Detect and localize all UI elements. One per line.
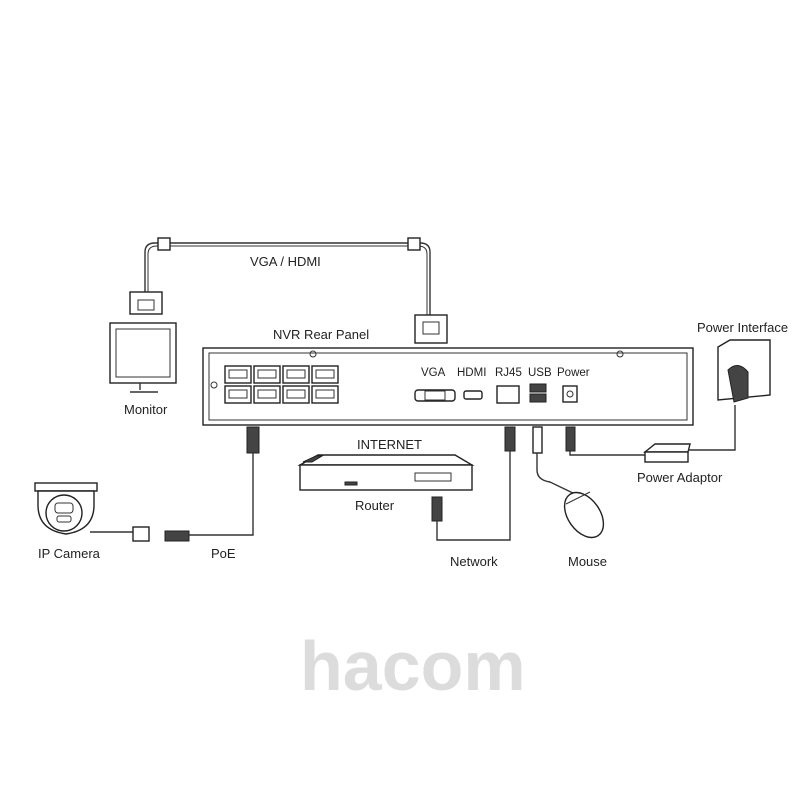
mouse-icon [563,491,605,539]
lan-port-socket [286,369,306,379]
ip-camera-label: IP Camera [38,546,101,561]
power-interface-icon [717,339,771,403]
rj45-plug-icon [504,426,516,452]
lan-ports [224,365,339,404]
power-interface-label: Power Interface [697,320,788,335]
router-label: Router [355,498,395,513]
monitor-label: Monitor [124,402,168,417]
rj45-plug-icon [431,496,443,522]
poe-label: PoE [211,546,236,561]
hdmi-port-icon [463,390,483,400]
poe-plug-icon [164,530,190,542]
lan-port-socket [228,369,248,379]
rj45-port-label: RJ45 [495,367,522,379]
vga-connector-icon [129,291,163,315]
power-port-label: Power [557,367,590,379]
usb-port-icon [529,383,547,403]
lan-port-socket [286,389,306,399]
rj45-port-icon [496,385,520,404]
lan-port-socket [257,369,277,379]
lan-port-socket [257,389,277,399]
power-adaptor-label: Power Adaptor [637,470,723,485]
power-adaptor-icon [643,443,691,463]
usb-plug-icon [532,426,543,454]
hdmi-port-label: HDMI [457,367,486,379]
network-label: Network [450,554,498,569]
power-plug-icon [565,426,576,452]
power-adaptor-cable [688,405,736,451]
lan-port-socket [315,369,335,379]
power-port-icon [562,385,578,403]
cable-label: VGA / HDMI [250,254,321,269]
nvr-rear-panel [202,347,694,426]
lan-port-socket [228,389,248,399]
lan-port-socket [315,389,335,399]
vga-port-icon [414,389,456,402]
mouse-label: Mouse [568,554,607,569]
vga-hdmi-cable [129,237,448,344]
watermark: hacom [300,627,526,705]
internet-label: INTERNET [357,437,422,452]
poe-cable [189,453,254,536]
router-icon [297,454,475,491]
nvr-label: NVR Rear Panel [273,327,369,342]
poe-injector-icon [132,526,150,542]
monitor-icon [109,322,177,393]
power-cable [569,451,648,456]
rj45-plug-icon [246,426,260,454]
vga-connector-icon [414,314,448,344]
ip-camera-icon [34,482,98,535]
vga-port-label: VGA [421,367,446,379]
usb-port-label: USB [528,367,552,379]
network-cable [436,451,511,541]
mouse-cable [536,453,576,495]
